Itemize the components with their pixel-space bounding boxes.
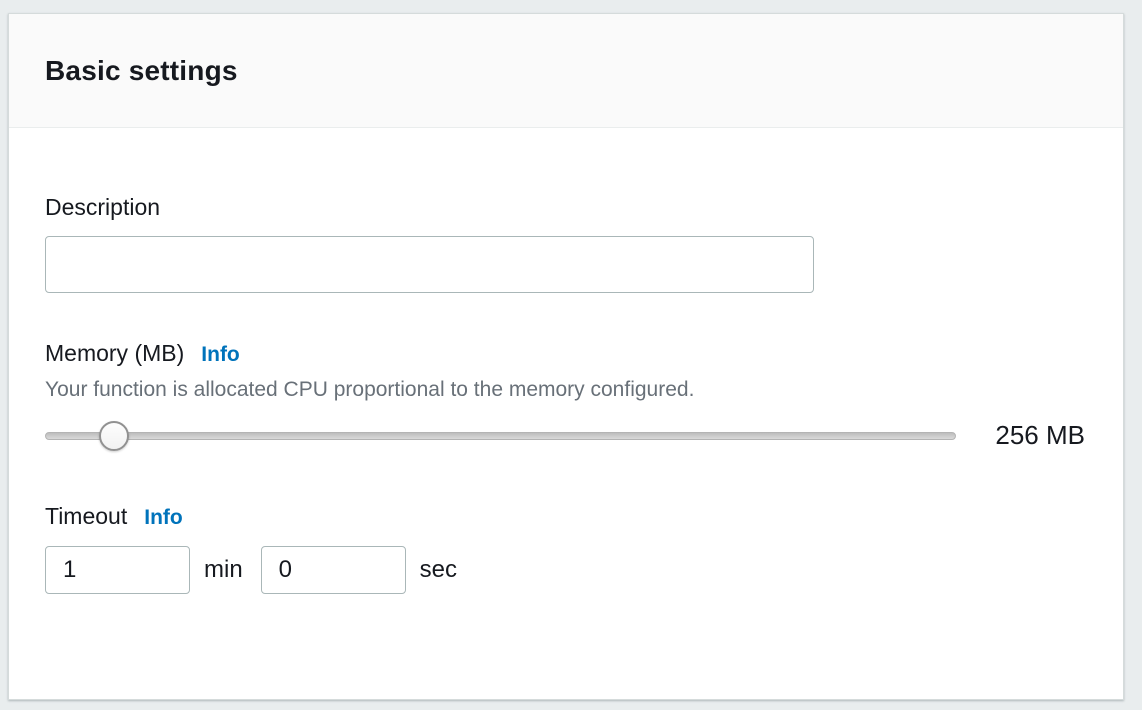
memory-value: 256 MB — [995, 420, 1085, 450]
card-header: Basic settings — [9, 14, 1123, 128]
memory-slider-row: 256 MB — [45, 420, 1085, 451]
timeout-label: Timeout — [45, 503, 128, 529]
description-input[interactable] — [45, 236, 814, 293]
memory-label: Memory (MB) — [45, 340, 185, 366]
timeout-seconds-input[interactable] — [260, 546, 406, 594]
memory-slider[interactable] — [45, 420, 956, 451]
timeout-minutes-unit: min — [204, 556, 243, 583]
description-section: Description — [45, 194, 1085, 293]
timeout-minutes-input[interactable] — [45, 546, 190, 594]
timeout-seconds-unit: sec — [419, 556, 458, 583]
card-body: Description Memory (MB) Info Your functi… — [9, 128, 1123, 594]
page-title: Basic settings — [45, 54, 238, 86]
memory-helper-text: Your function is allocated CPU proportio… — [45, 378, 695, 401]
basic-settings-card: Basic settings Description Memory (MB) I… — [8, 13, 1124, 700]
description-label: Description — [45, 194, 161, 220]
timeout-section: Timeout Info min sec — [45, 503, 1085, 594]
timeout-info-link[interactable]: Info — [144, 506, 183, 529]
memory-info-link[interactable]: Info — [201, 343, 240, 366]
timeout-inputs-row: min sec — [45, 546, 1085, 594]
memory-section: Memory (MB) Info Your function is alloca… — [45, 340, 1085, 451]
